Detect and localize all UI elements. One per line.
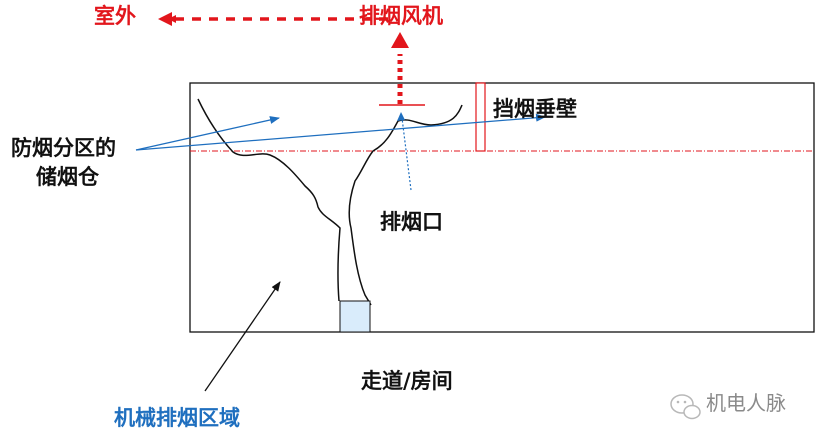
outlet-pointer-arrow	[401, 117, 412, 191]
reservoir-arrow-2	[135, 113, 546, 151]
corridor-opening	[339, 300, 371, 333]
label-smoke-curtain-wall: 挡烟垂壁	[493, 97, 577, 121]
outlet-pointer-head	[397, 112, 405, 121]
fan-arrow-head	[391, 32, 409, 48]
label-corridor-room: 走道/房间	[361, 369, 453, 393]
label-smoke-exhaust-fan: 排烟风机	[359, 4, 443, 28]
room-outline	[189, 82, 815, 333]
label-mechanical-exhaust-area: 机械排烟区域	[114, 406, 240, 430]
watermark-text: 机电人脉	[706, 391, 786, 415]
label-smoke-reservoir-line2: 储烟仓	[36, 165, 99, 189]
smoke-curtain-wall	[475, 82, 486, 152]
label-smoke-exhaust-outlet: 排烟口	[380, 210, 443, 234]
label-outdoor: 室外	[94, 4, 136, 28]
wechat-icon	[670, 394, 701, 420]
reservoir-arrow-1	[135, 116, 280, 151]
outdoor-arrow-head	[158, 12, 172, 26]
smoke-plume-left	[197, 98, 341, 302]
label-smoke-reservoir-line1: 防烟分区的	[11, 136, 116, 160]
smoke-plume-right	[348, 104, 463, 306]
area-pointer-arrow	[204, 281, 281, 392]
